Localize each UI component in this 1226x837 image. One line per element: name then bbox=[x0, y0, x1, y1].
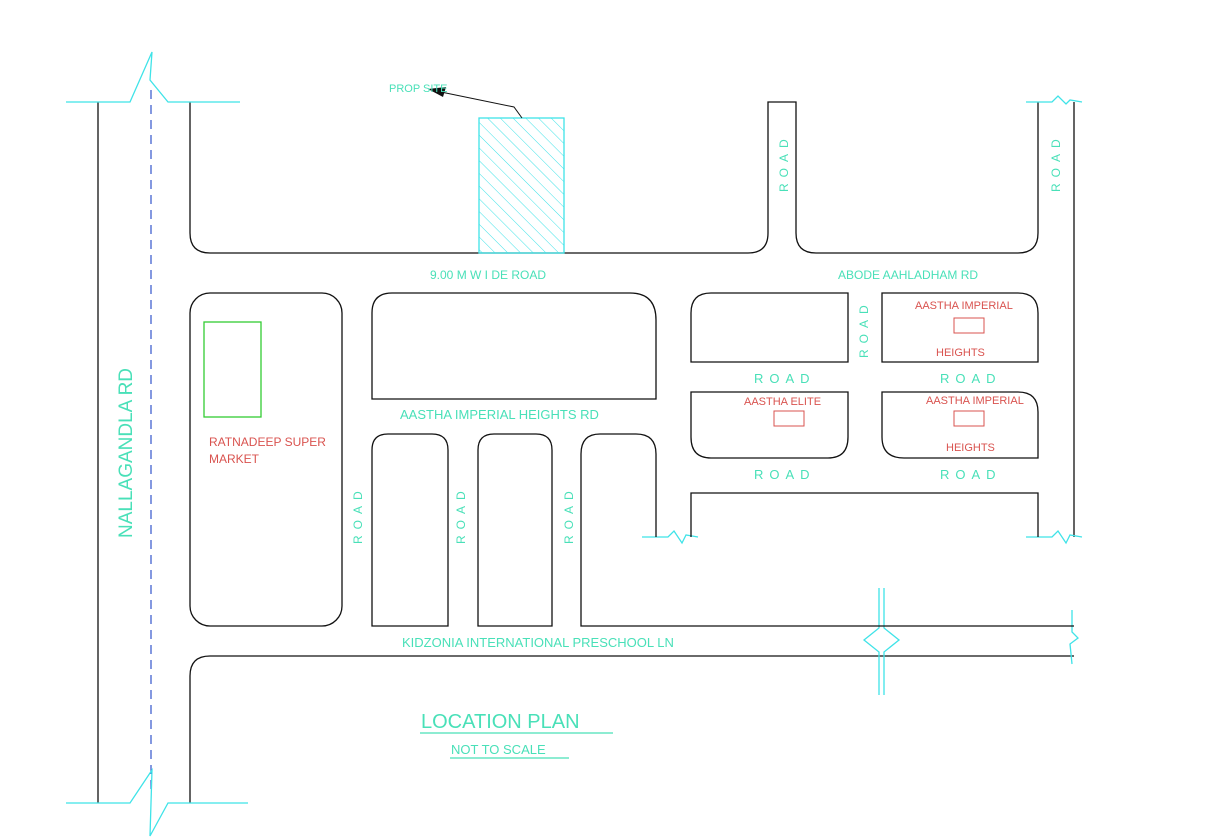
aastha-imperial-top-marker bbox=[953, 317, 985, 334]
kidzonia-lane-label: KIDZONIA INTERNATIONAL PRESCHOOL LN bbox=[402, 635, 674, 650]
aastha-imperial-bottom-line1: AASTHA IMPERIAL bbox=[926, 395, 1024, 407]
aastha-imperial-bottom-marker bbox=[953, 410, 985, 427]
location-plan-title: LOCATION PLAN bbox=[421, 711, 580, 733]
abode-road-label: ABODE AAHLADHAM RD bbox=[838, 268, 978, 282]
road-label-v2: ROAD bbox=[1049, 133, 1063, 192]
road-label-v5: ROAD bbox=[454, 485, 468, 544]
not-to-scale-label: NOT TO SCALE bbox=[451, 742, 546, 757]
prop-site-area bbox=[478, 117, 565, 254]
aastha-imperial-top-line1: AASTHA IMPERIAL bbox=[915, 300, 1013, 312]
ratnadeep-label-line1: RATNADEEP SUPER bbox=[209, 435, 326, 449]
prop-site-leader bbox=[440, 91, 523, 119]
wide-road-label: 9.00 M W I DE ROAD bbox=[430, 268, 546, 282]
road-label-v1: ROAD bbox=[777, 133, 791, 192]
aastha-imperial-top-line2: HEIGHTS bbox=[936, 347, 985, 359]
road-label-v4: ROAD bbox=[351, 485, 365, 544]
aastha-imperial-road-label: AASTHA IMPERIAL HEIGHTS RD bbox=[400, 407, 599, 422]
prop-site-label: PROP SITE bbox=[389, 83, 447, 95]
nallagandla-road bbox=[97, 90, 1075, 803]
nallagandla-road-label: NALLAGANDLA RD bbox=[116, 368, 137, 538]
aastha-elite-label: AASTHA ELITE bbox=[744, 396, 821, 408]
ratnadeep-label-line2: MARKET bbox=[209, 452, 260, 466]
road-label-v3: ROAD bbox=[857, 299, 871, 358]
road-label-v6: ROAD bbox=[562, 485, 576, 544]
road-label-h3: ROAD bbox=[754, 467, 816, 482]
road-label-h4: ROAD bbox=[940, 467, 1002, 482]
leader-arrowhead bbox=[428, 87, 446, 97]
break-lines bbox=[66, 51, 1083, 837]
aastha-elite-marker bbox=[773, 410, 805, 427]
ratnadeep-box bbox=[203, 321, 262, 418]
aastha-imperial-bottom-line2: HEIGHTS bbox=[946, 442, 995, 454]
road-label-h1: ROAD bbox=[754, 371, 816, 386]
road-label-h2: ROAD bbox=[940, 371, 1002, 386]
city-blocks bbox=[189, 292, 1074, 627]
